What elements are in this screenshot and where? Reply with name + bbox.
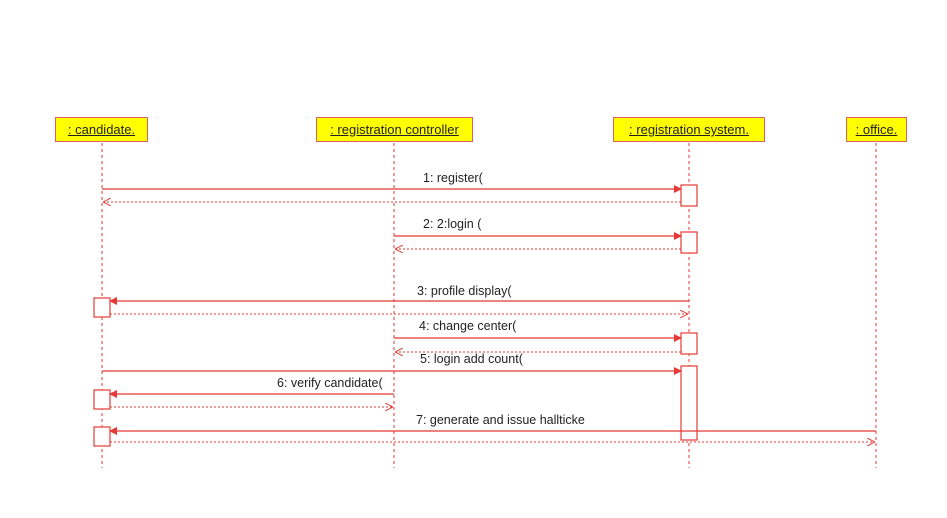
lifeline-head-office[interactable]: : office. xyxy=(846,117,907,142)
lifeline-label-office: : office. xyxy=(855,122,898,137)
lifeline-head-registration-controller[interactable]: : registration controller xyxy=(316,117,473,142)
message-label-7: 7: generate and issue hallticke xyxy=(416,413,585,427)
lifeline-head-candidate[interactable]: : candidate. xyxy=(55,117,148,142)
message-label-4: 4: change center( xyxy=(419,319,517,333)
message-label-6: 6: verify candidate( xyxy=(277,376,383,390)
activation-box-7[interactable] xyxy=(93,426,111,447)
lifeline-label-registration-controller: : registration controller xyxy=(330,122,459,137)
activation-box-5[interactable] xyxy=(680,365,698,441)
activation-box-4[interactable] xyxy=(680,332,698,355)
activation-box-1[interactable] xyxy=(680,184,698,207)
lifeline-label-registration-system: : registration system. xyxy=(629,122,749,137)
lifeline-head-registration-system[interactable]: : registration system. xyxy=(613,117,765,142)
message-label-5: 5: login add count( xyxy=(420,352,524,366)
message-label-1: 1: register( xyxy=(423,171,484,185)
activation-box-3[interactable] xyxy=(93,297,111,318)
message-label-2: 2: 2:login ( xyxy=(423,217,482,231)
activation-box-2[interactable] xyxy=(680,231,698,254)
activation-box-6[interactable] xyxy=(93,389,111,410)
lifeline-label-candidate: : candidate. xyxy=(67,122,136,137)
message-label-3: 3: profile display( xyxy=(417,284,512,298)
